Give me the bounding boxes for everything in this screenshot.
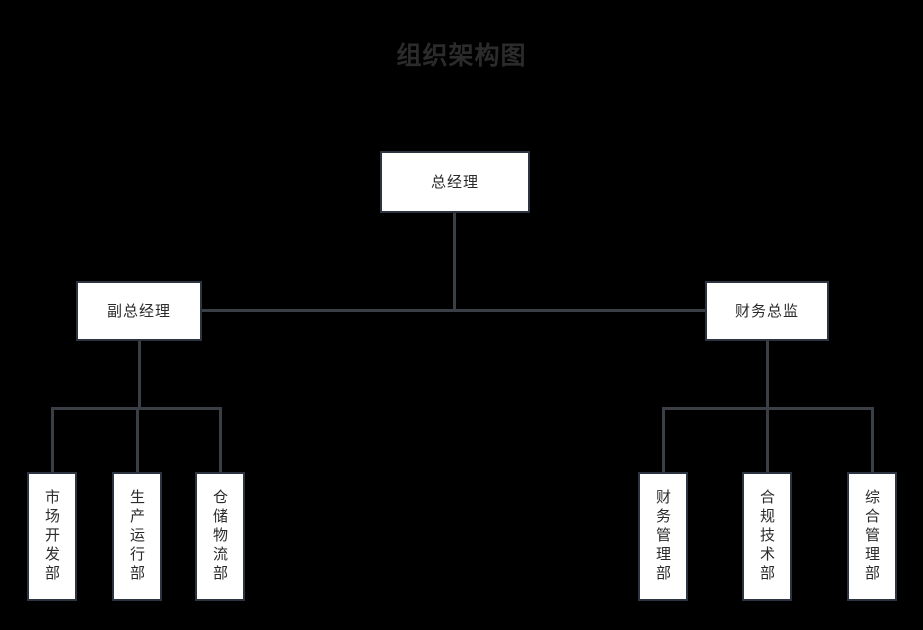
connector-right-drop-1 <box>662 407 665 473</box>
node-finance-director[interactable]: 财务总监 <box>705 281 829 341</box>
connector-left-drop-3 <box>219 407 222 473</box>
page-title: 组织架构图 <box>396 41 527 70</box>
node-general-management-dept[interactable]: 综合管理部 <box>847 472 897 601</box>
node-warehousing-logistics-dept[interactable]: 仓储物流部 <box>195 472 245 601</box>
node-general-manager[interactable]: 总经理 <box>380 151 530 213</box>
node-deputy-general-manager[interactable]: 副总经理 <box>76 281 202 341</box>
node-label: 合规技术部 <box>758 489 776 584</box>
node-label: 财务管理部 <box>654 489 672 584</box>
node-market-development-dept[interactable]: 市场开发部 <box>27 472 77 601</box>
node-label: 综合管理部 <box>863 489 881 584</box>
node-label: 生产运行部 <box>128 489 146 584</box>
node-label: 副总经理 <box>106 302 171 320</box>
connector-finance-stem <box>766 341 769 409</box>
connector-right-drop-3 <box>871 407 874 473</box>
connector-root-stem <box>453 213 456 310</box>
node-label: 市场开发部 <box>43 489 61 584</box>
node-production-operations-dept[interactable]: 生产运行部 <box>112 472 162 601</box>
node-label: 总经理 <box>430 173 479 191</box>
connector-left-drop-1 <box>51 407 54 473</box>
node-compliance-technology-dept[interactable]: 合规技术部 <box>742 472 792 601</box>
connector-left-drop-2 <box>136 407 139 473</box>
connector-right-drop-2 <box>766 407 769 473</box>
node-label: 财务总监 <box>734 302 799 320</box>
connector-deputy-stem <box>138 341 141 409</box>
node-label: 仓储物流部 <box>211 489 229 584</box>
connector-level2-bus <box>139 309 768 312</box>
node-financial-management-dept[interactable]: 财务管理部 <box>638 472 688 601</box>
